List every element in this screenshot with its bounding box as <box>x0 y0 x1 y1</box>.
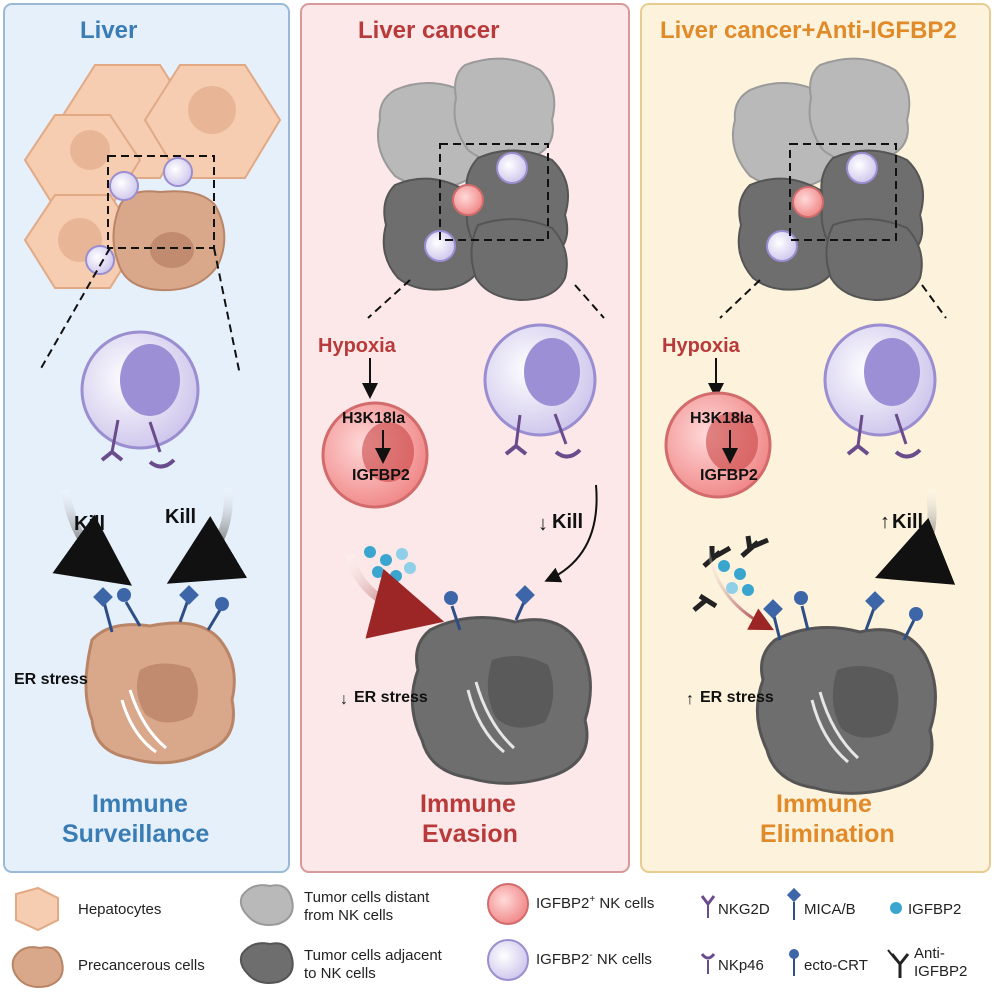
legend-mica-b: MICA/B <box>804 901 856 918</box>
zoom-line <box>213 247 241 376</box>
igfbp2-label: IGFBP2 <box>700 467 758 484</box>
kill-up-arrow: ↑ <box>880 511 890 533</box>
igfbp2-antibody-complex <box>692 535 769 612</box>
h3k18la-label: H3K18la <box>690 410 753 427</box>
zoom-box <box>107 155 215 249</box>
legend-hepatocyte-swatch <box>15 886 59 932</box>
panel-title-liver: Liver <box>80 17 137 44</box>
legend-mica-b-icon <box>786 887 802 920</box>
legend-tumor-distant-1: Tumor cells distant <box>304 889 430 906</box>
er-stress-label: ER stress <box>14 671 88 688</box>
nk-neg-cell-small <box>85 157 193 275</box>
nk-neg-cell-large <box>823 323 937 459</box>
zoom-line <box>367 279 411 319</box>
zoom-line <box>39 247 111 371</box>
zoom-line <box>574 284 605 319</box>
panel-title-liver-cancer: Liver cancer <box>358 17 499 44</box>
inhibit-arrow <box>345 553 445 639</box>
hypoxia-label: Hypoxia <box>662 335 741 357</box>
legend-ecto-crt: ecto-CRT <box>804 957 868 974</box>
outcome-line2: Elimination <box>760 820 895 848</box>
outcome-line1: Immune <box>92 790 188 818</box>
outcome-line2: Surveillance <box>62 820 209 848</box>
tumor-cluster <box>376 57 569 302</box>
zoom-box <box>439 143 549 241</box>
legend-igfbp2-neg: IGFBP2- NK cells <box>536 950 652 968</box>
legend-nkp46-icon <box>700 953 716 974</box>
legend-nk-pos-swatch <box>487 883 529 925</box>
legend-ecto-crt-icon <box>789 949 799 976</box>
precancerous-cell-small <box>112 190 226 292</box>
legend-anti-igfbp2-1: Anti- <box>914 945 945 962</box>
zoom-line <box>921 284 947 319</box>
hypoxia-label: Hypoxia <box>318 335 397 357</box>
legend-precancerous: Precancerous cells <box>78 957 205 974</box>
kill-label: Kill <box>892 511 923 533</box>
igfbp2-label: IGFBP2 <box>352 467 410 484</box>
er-stress-down-arrow: ↓ <box>340 691 348 708</box>
nk-neg-cell-large <box>483 323 597 459</box>
kill-label: Kill <box>74 513 105 535</box>
nk-neg-cell-large <box>80 330 200 469</box>
panel-title-anti-igfbp2: Liver cancer+Anti-IGFBP2 <box>660 17 957 44</box>
kill-down-arrow: ↓ <box>538 513 548 535</box>
tumor-cell-large <box>755 591 937 795</box>
zoom-line <box>719 279 761 319</box>
kill-arrow-left <box>52 489 132 586</box>
kill-arrow-weak <box>544 484 598 583</box>
legend-tumor-adjacent-swatch <box>239 942 294 984</box>
outcome-line2: Evasion <box>422 820 518 848</box>
legend-anti-igfbp2-2: IGFBP2 <box>914 963 967 980</box>
kill-arrow-right <box>166 487 248 584</box>
legend-anti-igfbp2-icon <box>887 949 910 978</box>
legend-tumor-distant-swatch <box>239 884 294 926</box>
kill-label: Kill <box>165 506 196 528</box>
er-stress-label: ER stress <box>354 689 428 706</box>
legend-nkg2d-icon <box>700 895 716 918</box>
tumor-cluster <box>731 57 924 302</box>
legend-igfbp2-dot: IGFBP2 <box>908 901 961 918</box>
legend-igfbp2-pos: IGFBP2+ NK cells <box>536 894 654 912</box>
legend-tumor-adjacent-1: Tumor cells adjacent <box>304 947 443 964</box>
er-stress-up-arrow: ↑ <box>686 691 694 708</box>
zoom-box <box>789 143 897 241</box>
legend-tumor-adjacent-2: to NK cells <box>304 965 376 982</box>
outcome-line1: Immune <box>420 790 516 818</box>
legend-tumor-distant-2: from NK cells <box>304 907 393 924</box>
kill-arrow-strong <box>874 489 956 585</box>
legend-precancerous-swatch <box>11 946 64 988</box>
h3k18la-label: H3K18la <box>342 410 405 427</box>
outcome-line1: Immune <box>776 790 872 818</box>
legend-nk-neg-swatch <box>487 939 529 981</box>
kill-label: Kill <box>552 511 583 533</box>
legend: Hepatocytes Precancerous cells Tumor cel… <box>11 883 967 988</box>
legend-nkp46: NKp46 <box>718 957 764 974</box>
legend-igfbp2-dot-icon <box>890 902 902 914</box>
er-stress-label: ER stress <box>700 689 774 706</box>
blocked-arrow <box>706 547 774 631</box>
legend-nkg2d: NKG2D <box>718 901 770 918</box>
nk-pos-cell-large <box>664 391 772 499</box>
tumor-cell-large <box>410 585 592 785</box>
legend-hepatocytes: Hepatocytes <box>78 901 161 918</box>
